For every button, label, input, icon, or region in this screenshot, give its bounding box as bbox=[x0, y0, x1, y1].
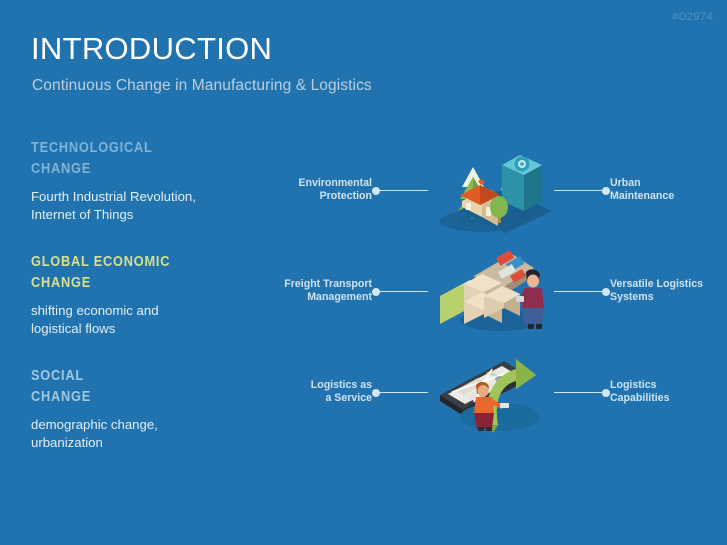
icon-diagram: Environmental Protection bbox=[258, 140, 727, 445]
block-heading-global-economic: GLOBAL ECONOMIC CHANGE bbox=[31, 254, 171, 291]
connector-dot bbox=[372, 287, 380, 296]
slide-reference-tag: #D2974 bbox=[672, 11, 713, 23]
page-subtitle: Continuous Change in Manufacturing & Log… bbox=[32, 77, 372, 94]
boxes-worker-icon bbox=[452, 246, 564, 338]
connector-line bbox=[554, 388, 610, 397]
block-heading-social: SOCIAL CHANGE bbox=[31, 368, 92, 405]
connector-line bbox=[554, 287, 610, 296]
diagram-label-logistics-capabilities: Logistics Capabilities bbox=[610, 378, 670, 405]
block-body-technological: Fourth Industrial Revolution, Internet o… bbox=[31, 189, 196, 223]
connector-line bbox=[372, 287, 428, 296]
connector-line bbox=[372, 388, 428, 397]
connector-dot bbox=[602, 186, 610, 195]
connector-dot bbox=[602, 287, 610, 296]
change-block-social: SOCIAL CHANGE demographic change, urbani… bbox=[31, 366, 246, 452]
diagram-label-logistics-as-a-service: Logistics as a Service bbox=[310, 378, 372, 405]
block-body-social: demographic change, urbanization bbox=[31, 417, 158, 451]
diagram-row-2: Freight Transport Management bbox=[258, 241, 727, 342]
diagram-item-urban-maintenance[interactable]: Urban Maintenance bbox=[458, 140, 727, 241]
diagram-row-3: Logistics as a Service bbox=[258, 342, 727, 443]
page-title: INTRODUCTION bbox=[31, 31, 273, 66]
change-block-technological: TECHNOLOGICAL CHANGE Fourth Industrial R… bbox=[31, 138, 246, 224]
city-building-gear-icon bbox=[452, 145, 564, 237]
diagram-item-logistics-capabilities[interactable]: Logistics Capabilities bbox=[460, 342, 727, 443]
diagram-item-versatile-logistics-systems[interactable]: Versatile Logistics Systems bbox=[460, 241, 727, 342]
connector-line bbox=[554, 186, 610, 195]
diagram-label-freight-transport-management: Freight Transport Management bbox=[284, 277, 372, 304]
diagram-row-1: Environmental Protection bbox=[258, 140, 727, 241]
connector-dot bbox=[372, 388, 380, 397]
growth-arrow-person-icon bbox=[452, 347, 564, 439]
block-body-global-economic: shifting economic and logistical flows bbox=[31, 303, 159, 337]
left-text-column: TECHNOLOGICAL CHANGE Fourth Industrial R… bbox=[31, 138, 246, 452]
block-heading-technological: TECHNOLOGICAL CHANGE bbox=[31, 140, 153, 177]
diagram-label-urban-maintenance: Urban Maintenance bbox=[610, 176, 675, 203]
change-block-global-economic: GLOBAL ECONOMIC CHANGE shifting economic… bbox=[31, 252, 246, 338]
diagram-label-environmental-protection: Environmental Protection bbox=[298, 176, 372, 203]
connector-line bbox=[372, 186, 428, 195]
connector-dot bbox=[602, 388, 610, 397]
connector-dot bbox=[372, 186, 380, 195]
diagram-label-versatile-logistics-systems: Versatile Logistics Systems bbox=[610, 277, 704, 304]
